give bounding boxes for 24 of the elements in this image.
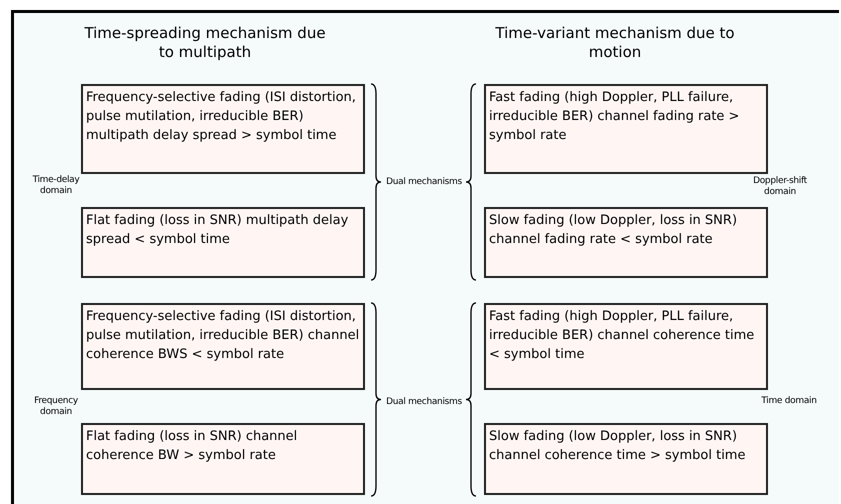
domain-label: Time domain bbox=[760, 396, 818, 407]
box-text: Fast fading (high Doppler, PLL failure, irreducible BER) channel coherence time < symbol time bbox=[489, 308, 756, 364]
fading-box bbox=[81, 423, 365, 495]
fading-box bbox=[484, 423, 768, 495]
domain-label: Dual mechanisms bbox=[385, 177, 463, 188]
column-heading: Time-variant mechanism due to motion bbox=[494, 24, 736, 62]
box-text: Flat fading (loss in SNR) channel coherence BW > symbol rate bbox=[86, 428, 298, 465]
fading-box bbox=[484, 303, 768, 390]
fading-box bbox=[484, 207, 768, 278]
domain-label: Doppler-shift domain bbox=[752, 176, 808, 198]
fading-box bbox=[81, 84, 365, 174]
box-text: Frequency-selective fading (ISI distortion, pulse mutilation, irreducible BER) channel coherence BWS < symbol rate bbox=[86, 308, 360, 364]
fading-box bbox=[81, 207, 365, 278]
domain-label: Time-delay domain bbox=[32, 175, 80, 197]
fading-box bbox=[484, 84, 768, 174]
box-text: Frequency-selective fading (ISI distortion, pulse mutilation, irreducible BER) multipath delay spread > symbol time bbox=[86, 89, 357, 145]
column-heading: Time-spreading mechanism due to multipath bbox=[83, 24, 327, 62]
box-text: Slow fading (low Doppler, loss in SNR) channel fading rate < symbol rate bbox=[489, 212, 738, 249]
box-text: Flat fading (loss in SNR) multipath delay spread < symbol time bbox=[86, 212, 350, 249]
box-text: Slow fading (low Doppler, loss in SNR) channel coherence time > symbol time bbox=[489, 428, 746, 465]
domain-label: Frequency domain bbox=[33, 396, 79, 418]
box-text: Fast fading (high Doppler, PLL failure, irreducible BER) channel fading rate > symbol rate bbox=[489, 89, 740, 145]
domain-label: Dual mechanisms bbox=[385, 397, 463, 408]
fading-box bbox=[81, 303, 365, 390]
